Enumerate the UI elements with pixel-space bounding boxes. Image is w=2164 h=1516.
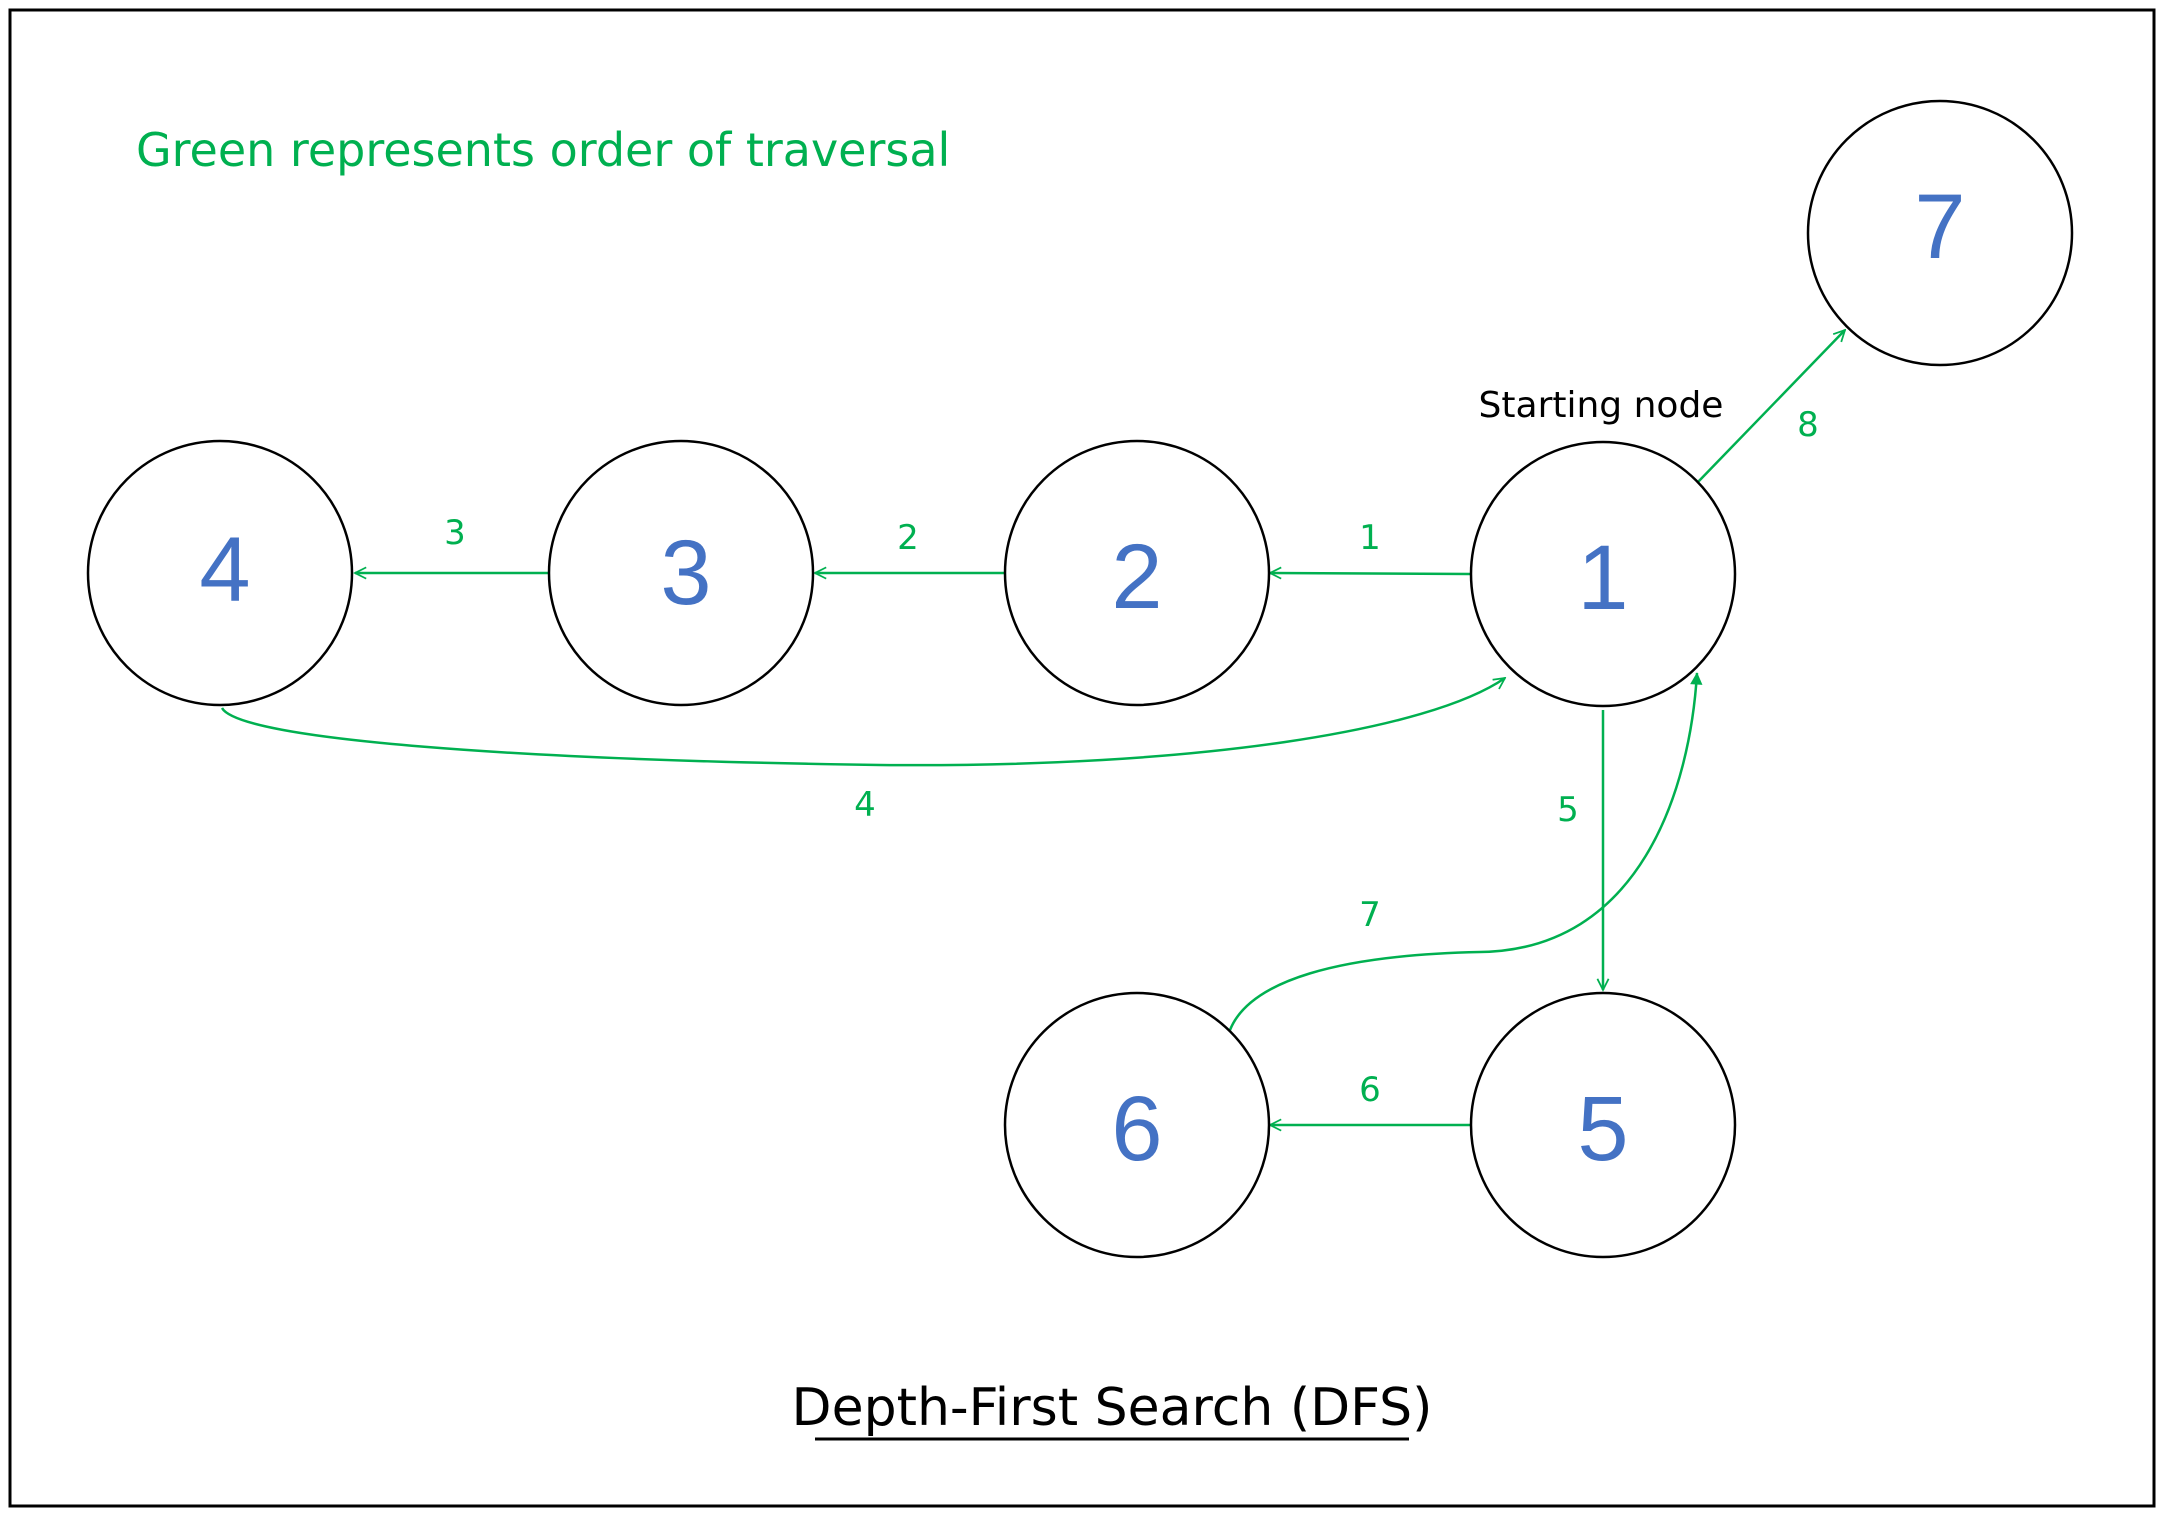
node-5-circle (1469, 991, 1737, 1259)
node-4: 4 (86, 439, 354, 707)
edge-label-8: 8 (1797, 405, 1819, 445)
diagram-frame (8, 8, 2156, 1508)
edge-label-5: 5 (1557, 790, 1579, 830)
node-3: 3 (547, 439, 815, 707)
legend-text: Green represents order of traversal (136, 123, 950, 177)
edge-4-to-1 (220, 678, 1505, 767)
node-4-label: 4 (199, 519, 250, 621)
edge-1-to-7 (1697, 330, 1845, 483)
edge-6-to-1 (1228, 672, 1703, 1031)
node-7-label: 7 (1914, 176, 1965, 278)
node-6-circle (1003, 991, 1271, 1259)
edges (220, 330, 1845, 1125)
edge-label-1: 1 (1359, 518, 1381, 558)
node-3-circle (547, 439, 815, 707)
starting-node-label: Starting node (1479, 385, 1724, 426)
node-3-label: 3 (660, 522, 711, 624)
node-2-circle (1003, 439, 1271, 707)
node-6: 6 (1003, 991, 1271, 1259)
node-6-label: 6 (1111, 1078, 1162, 1180)
node-5: 5 (1469, 991, 1737, 1259)
node-4-circle (86, 439, 354, 707)
node-7: 7 (1806, 99, 2074, 367)
edge-label-7: 7 (1359, 895, 1381, 935)
edge-label-4: 4 (854, 785, 876, 825)
edge-label-3: 3 (444, 513, 466, 553)
node-2: 2 (1003, 439, 1271, 707)
diagram-title: Depth-First Search (DFS) (792, 1378, 1433, 1438)
edge-labels: 1 2 3 4 5 6 7 8 (444, 405, 1819, 1110)
node-7-circle (1806, 99, 2074, 367)
edge-label-2: 2 (897, 518, 919, 558)
edge-1-to-2 (1270, 573, 1471, 574)
node-1: 1 (1469, 440, 1737, 708)
node-5-label: 5 (1577, 1078, 1628, 1180)
node-1-label: 1 (1577, 527, 1628, 629)
node-2-label: 2 (1111, 526, 1162, 628)
edge-label-6: 6 (1359, 1070, 1381, 1110)
node-1-circle (1469, 440, 1737, 708)
